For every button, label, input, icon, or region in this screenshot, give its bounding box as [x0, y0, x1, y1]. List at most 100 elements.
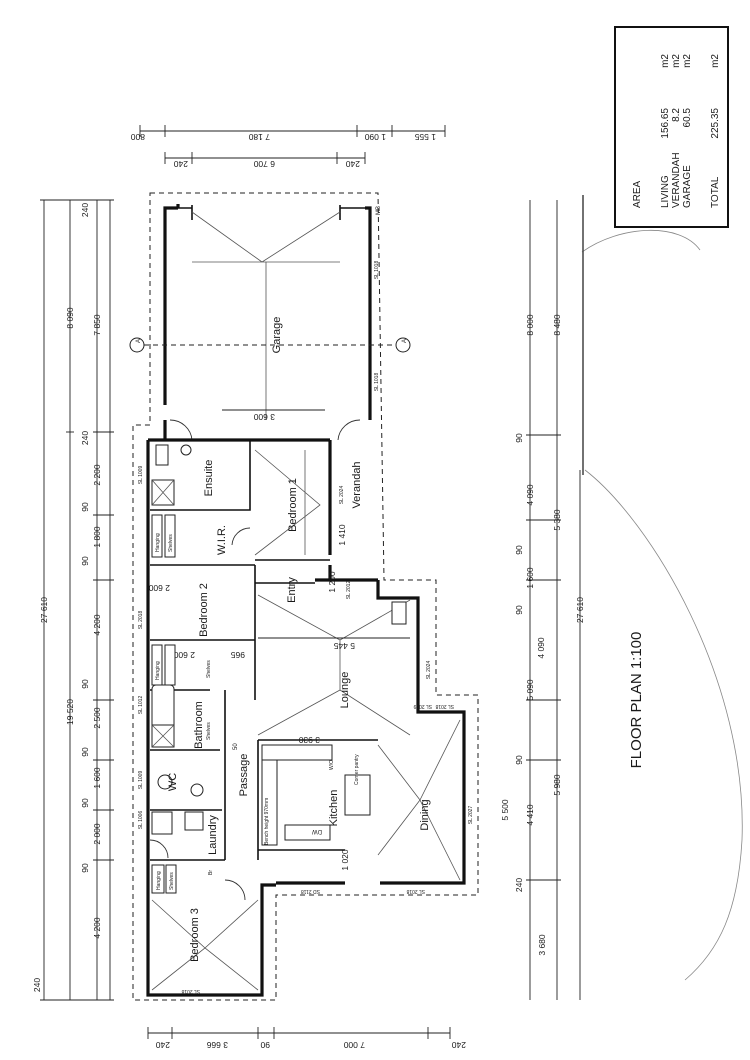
- dim-label: 5 445: [333, 641, 355, 651]
- room-label-bedroom1: Bedroom 1: [287, 478, 299, 532]
- dim-label: 240: [80, 431, 90, 445]
- bed2-hanging-label: Hanging: [155, 661, 161, 680]
- room-label-ensuite: Ensuite: [203, 460, 215, 497]
- lounge: 5 445 Lounge SL 2024: [257, 594, 432, 736]
- dim-label: 6 700: [253, 159, 275, 169]
- dim-label: 240: [32, 978, 42, 992]
- bedroom-1-suite: Ensuite Hanging Shelves W.I.R. Bedroom 1…: [138, 444, 321, 558]
- bed2-shelves-label: Shelves: [206, 660, 212, 678]
- dim-label: 8 090: [65, 307, 75, 329]
- dim-label: 90: [514, 433, 524, 443]
- area-row-unit: m2: [660, 54, 671, 68]
- dim-label: 240: [514, 878, 524, 892]
- dim-label: 3 666: [206, 1040, 228, 1050]
- kitchen-bench-note: Bench height 970mm: [264, 798, 270, 845]
- site-boundary-curve: [581, 229, 743, 981]
- window-label: SL 2024: [426, 661, 432, 680]
- wir-shelves-label: Shelves: [168, 534, 174, 552]
- dim-label: 1 600: [525, 567, 535, 589]
- area-row-unit: m2: [682, 54, 693, 68]
- dim-total-label: 27 610: [39, 597, 49, 623]
- window-label: SD 2118: [301, 888, 320, 894]
- window-label: SL 1018: [374, 373, 380, 392]
- kitchen-wo-label: W/O: [329, 760, 335, 770]
- dim-label: 1 200: [327, 571, 337, 593]
- dim-label: 8 480: [552, 314, 562, 336]
- dim-label: 3 600: [253, 412, 275, 422]
- section-marker: A: [402, 339, 408, 343]
- area-row-value: 60.5: [682, 108, 693, 128]
- mb-label: MB: [376, 206, 382, 215]
- dim-label: 3 930: [298, 735, 320, 745]
- dim-total-label: 19 520: [65, 699, 75, 725]
- dim-label: 965: [231, 650, 245, 660]
- room-label-bedroom3: Bedroom 3: [189, 908, 201, 962]
- dim-label: 5 090: [525, 679, 535, 701]
- dim-label: 2 600: [148, 583, 170, 593]
- window-label: SL 2018: [181, 988, 200, 994]
- dim-label: 2 000: [92, 823, 102, 845]
- dim-label: 1 600: [92, 767, 102, 789]
- area-row-label: GARAGE: [682, 165, 693, 208]
- dim-label: 8 000: [525, 314, 535, 336]
- kitchen-dw-label: DW: [312, 828, 322, 834]
- dim-label: 90: [80, 747, 90, 757]
- window-label: SL 2027: [468, 806, 474, 825]
- bottom-dimensions: 240 3 666 90 7 000 240: [147, 1027, 466, 1050]
- bath-shelves-label: Shelves: [206, 722, 212, 740]
- bed3-shelves-label: Shelves: [169, 872, 175, 890]
- dim-label: 240: [80, 203, 90, 217]
- dim-label: 2 600: [173, 650, 195, 660]
- room-label-verandah: Verandah: [351, 461, 363, 508]
- dim-label: 1 555: [414, 132, 436, 142]
- room-label-wir: W.I.R.: [216, 525, 228, 555]
- room-label-passage: Passage: [238, 754, 250, 797]
- dim-label: 240: [452, 1040, 466, 1050]
- dim-label: 90: [514, 755, 524, 765]
- window-label: SL 2018: [435, 703, 454, 709]
- bedroom-3: Hanging Shelves Bedroom 3 SL 2018: [151, 864, 259, 994]
- area-row-label: VERANDAH: [671, 152, 682, 208]
- dim-label: 4 090: [536, 637, 546, 659]
- window-label: SL 2009: [413, 703, 432, 709]
- area-row-label: LIVING: [660, 175, 671, 208]
- room-label-kitchen: Kitchen: [328, 790, 340, 827]
- window-label: SL 2012: [346, 581, 352, 600]
- bed3-hanging-label: Hanging: [156, 871, 162, 890]
- area-table: AREA LIVING VERANDAH GARAGE TOTAL 156.65…: [614, 26, 729, 228]
- kitchen-pantry-label: Corner pantry: [354, 754, 360, 785]
- dim-label: 4 410: [525, 804, 535, 826]
- window-label: SL 1012: [138, 696, 144, 715]
- room-label-dining: Dining: [419, 799, 431, 830]
- dim-label: 90: [80, 679, 90, 689]
- room-label-entry: Entry: [286, 577, 298, 603]
- dim-label: 1 800: [92, 526, 102, 548]
- wet-areas: Bathroom Shelves WC Laundry Passage 50 B…: [138, 684, 250, 875]
- dim-label: 90: [80, 556, 90, 566]
- top-dimensions: 800 7 180 1 090 1 555 240 6 700 240: [131, 125, 446, 169]
- dim-total-label: 27 610: [575, 597, 585, 623]
- window-label: SL 1009: [138, 466, 144, 485]
- room-label-bathroom: Bathroom: [193, 701, 205, 749]
- dim-label: 90: [80, 863, 90, 873]
- dim-label: 4 200: [92, 917, 102, 939]
- window-label: SL 2024: [339, 486, 345, 505]
- dim-label: 240: [156, 1040, 170, 1050]
- room-label-garage: Garage: [271, 317, 283, 354]
- kitchen-dining: 3 930 Kitchen Bench height 970mm DW W/O …: [261, 703, 474, 894]
- bedroom-2: Bedroom 2 2 600 2 600 SL 2018 Hanging Sh…: [138, 583, 245, 686]
- area-row-unit: m2: [671, 54, 682, 68]
- dim-label: 5 980: [552, 774, 562, 796]
- area-row-value: 8.2: [671, 108, 682, 122]
- garage: 3 600 Garage A A MB SL 1018 SL 1018: [129, 204, 411, 441]
- section-marker: A: [136, 339, 142, 343]
- dim-label: 4 200: [92, 614, 102, 636]
- left-dimensions: 27 610 19 520 7 850 240 8 090 240 2 200 …: [32, 199, 114, 1001]
- dim-label: 2 500: [92, 707, 102, 729]
- room-label-bedroom2: Bedroom 2: [198, 583, 210, 637]
- dim-label: 1 020: [340, 849, 350, 871]
- dim-label: 7 850: [92, 314, 102, 336]
- dim-label: 90: [80, 798, 90, 808]
- room-label-lounge: Lounge: [339, 672, 351, 709]
